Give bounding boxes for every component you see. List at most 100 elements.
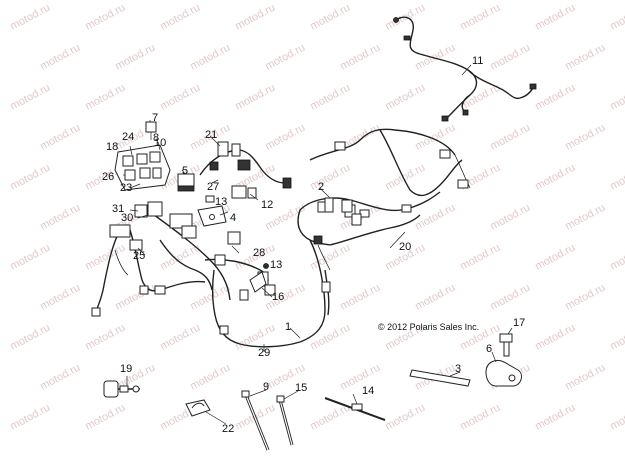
watermark-text: motod.ru (83, 242, 127, 273)
watermark-text: motod.ru (308, 2, 352, 33)
callout-18: 18 (106, 141, 118, 153)
watermark-text: motod.ru (608, 82, 625, 113)
callout-26: 26 (102, 171, 114, 183)
callout-13b: 13 (270, 259, 282, 271)
watermark-text: motod.ru (338, 362, 382, 393)
callout-17: 17 (513, 317, 525, 329)
watermark-text: motod.ru (338, 282, 382, 313)
callout-23: 23 (120, 182, 132, 194)
watermark-text: motod.ru (488, 122, 532, 153)
callout-4: 4 (230, 212, 236, 224)
bracket-part-4 (197, 195, 227, 227)
watermark-text: motod.ru (83, 322, 127, 353)
callout-28: 28 (253, 247, 265, 259)
watermark-text: motod.ru (383, 82, 427, 113)
watermark-text: motod.ru (8, 322, 52, 353)
callout-3: 3 (455, 363, 461, 375)
callout-1: 1 (285, 321, 291, 333)
watermark-text: motod.ru (158, 2, 202, 33)
watermark-text: motod.ru (233, 82, 277, 113)
callout-24: 24 (122, 131, 134, 143)
bolt-part-17 (499, 333, 513, 357)
watermark-text: motod.ru (8, 2, 52, 33)
clamp-part-6 (485, 359, 522, 387)
watermark-text: motod.ru (158, 322, 202, 353)
watermark-text: motod.ru (38, 122, 82, 153)
watermark-text: motod.ru (608, 402, 625, 433)
copyright-text: © 2012 Polaris Sales Inc. (378, 322, 479, 332)
callout-5: 5 (182, 165, 188, 177)
callout-30: 30 (121, 212, 133, 224)
connector-part-30 (134, 201, 197, 239)
watermark-text: motod.ru (308, 162, 352, 193)
watermark-text: motod.ru (38, 202, 82, 233)
watermark-text: motod.ru (563, 282, 607, 313)
connector-part-12 (231, 177, 292, 199)
watermark-text: motod.ru (608, 162, 625, 193)
callout-13a: 13 (215, 196, 227, 208)
watermark-text: motod.ru (338, 42, 382, 73)
callout-16: 16 (272, 291, 284, 303)
harness-part-11 (393, 16, 537, 122)
module-part-5 (177, 173, 195, 192)
watermark-text: motod.ru (533, 242, 577, 273)
watermark-text: motod.ru (38, 362, 82, 393)
callout-10: 10 (154, 137, 166, 149)
leader-lines (123, 64, 513, 425)
fuse-box (114, 144, 171, 191)
watermark-text: motod.ru (533, 82, 577, 113)
watermark-text: motod.ru (8, 82, 52, 113)
watermark-text: motod.ru (308, 242, 352, 273)
watermark-text: motod.ru (38, 42, 82, 73)
cable-tie-part-9 (241, 390, 270, 451)
callout-12: 12 (261, 199, 273, 211)
watermark-text: motod.ru (263, 122, 307, 153)
watermark-text: motod.ru (563, 362, 607, 393)
watermark-text: motod.ru (458, 242, 502, 273)
callout-21: 21 (205, 129, 217, 141)
watermark-text: motod.ru (8, 242, 52, 273)
watermark-text: motod.ru (8, 162, 52, 193)
callout-2: 2 (318, 181, 324, 193)
callout-22: 22 (222, 423, 234, 435)
callout-7: 7 (152, 112, 158, 124)
watermark-text: motod.ru (308, 82, 352, 113)
watermark-text: motod.ru (608, 242, 625, 273)
harness-part-1 (211, 239, 331, 348)
watermark-text: motod.ru (413, 202, 457, 233)
watermark-text: motod.ru (83, 402, 127, 433)
watermark-text: motod.ru (188, 42, 232, 73)
watermark-text: motod.ru (533, 402, 577, 433)
callout-15: 15 (295, 382, 307, 394)
harness-part-20 (299, 128, 471, 246)
conduit-part-3 (409, 369, 471, 387)
connector-part-21 (199, 141, 291, 184)
callout-29: 29 (258, 347, 270, 359)
watermark-text: motod.ru (458, 2, 502, 33)
cable-part-19 (103, 376, 140, 398)
watermark-text: motod.ru (113, 42, 157, 73)
callout-9: 9 (263, 381, 269, 393)
clip-part-22 (185, 399, 211, 417)
callout-27: 27 (207, 181, 219, 193)
watermark-text: motod.ru (533, 2, 577, 33)
relay-part-7 (145, 121, 157, 140)
watermark-text: motod.ru (413, 282, 457, 313)
watermark-text: motod.ru (488, 282, 532, 313)
cable-tie-part-15 (276, 395, 294, 446)
watermark-text: motod.ru (413, 122, 457, 153)
watermark-text: motod.ru (608, 2, 625, 33)
watermark-text: motod.ru (608, 322, 625, 353)
watermark-text: motod.ru (488, 42, 532, 73)
watermark-text: motod.ru (533, 162, 577, 193)
watermark-text: motod.ru (188, 282, 232, 313)
watermark-text: motod.ru (8, 402, 52, 433)
connector-part-2 (297, 197, 362, 246)
watermark-text: motod.ru (563, 202, 607, 233)
watermark-text: motod.ru (113, 282, 157, 313)
callout-6: 6 (486, 343, 492, 355)
watermark-text: motod.ru (488, 202, 532, 233)
